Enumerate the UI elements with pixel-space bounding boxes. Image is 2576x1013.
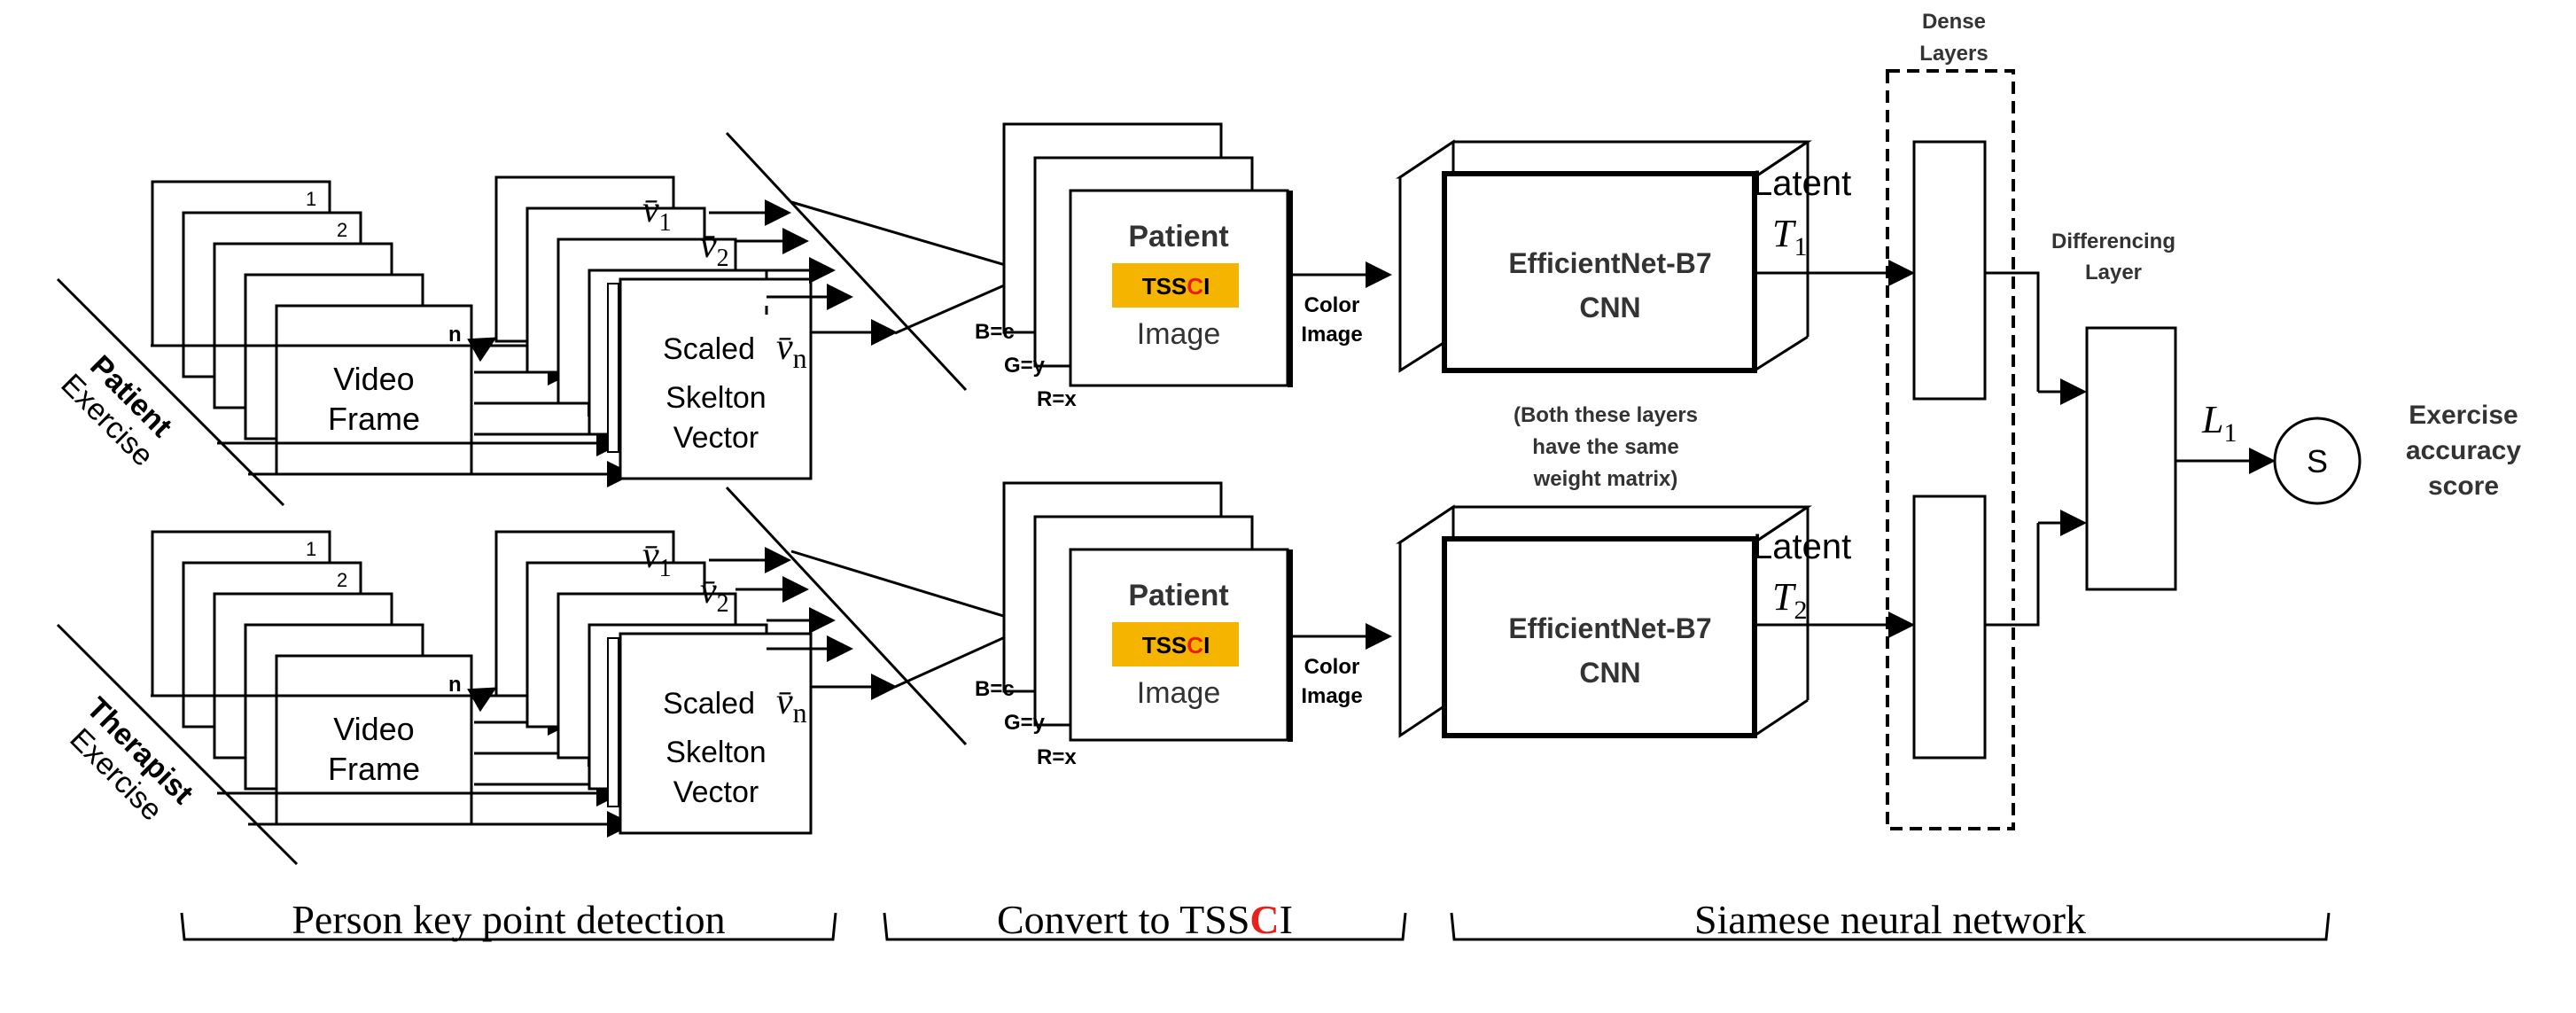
skeleton-vector-stack: Scaled Skelton Vector v̄1 v̄2 v̄n bbox=[494, 175, 813, 480]
video-frame-label: Frame bbox=[328, 401, 420, 437]
skeleton-label: Vector bbox=[673, 421, 759, 455]
vector-label: v̄1 bbox=[642, 535, 672, 582]
skeleton-label: Scaled bbox=[663, 687, 755, 721]
vector-label: v̄n bbox=[776, 327, 807, 374]
skeleton-label: Skelton bbox=[665, 736, 766, 769]
cnn-block: EfficientNet-B7 CNN bbox=[1396, 139, 1812, 373]
sigmoid-label: S bbox=[2307, 443, 2328, 479]
differencing-layer bbox=[2085, 326, 2177, 591]
channel-label: R=x bbox=[1037, 387, 1077, 411]
channel-label: G=y bbox=[1004, 354, 1046, 378]
tssci-subtitle: Image bbox=[1137, 676, 1221, 710]
skeleton-to-diagonal-arrows bbox=[709, 199, 898, 346]
frame-number: 2 bbox=[337, 219, 347, 241]
tssci-badge-text: TSSCI bbox=[1142, 632, 1210, 658]
section-brace-keypoint: Person key point detection bbox=[180, 897, 837, 942]
vector-label: v̄1 bbox=[642, 190, 672, 237]
dense-layers-label: Dense bbox=[1922, 10, 1986, 34]
tssci-badge bbox=[1112, 263, 1239, 308]
cnn-block: EfficientNet-B7 CNN bbox=[1396, 504, 1812, 738]
tssci-image-stack: Patient TSSCI Image B=c G=y R=x bbox=[975, 122, 1293, 411]
dense-to-diff-connectors bbox=[1985, 271, 2087, 627]
channel-label: B=c bbox=[975, 677, 1015, 701]
score-label: Exercise bbox=[2409, 401, 2518, 430]
skeleton-label: Skelton bbox=[665, 381, 766, 415]
color-image-label: Image bbox=[1301, 684, 1362, 708]
aggregation-diagonal bbox=[725, 131, 968, 392]
video-frame-label: Video bbox=[333, 361, 414, 397]
video-frame-label: Video bbox=[333, 711, 414, 747]
tssci-title: Patient bbox=[1128, 579, 1228, 612]
dense-layer-2 bbox=[1912, 495, 1987, 760]
tssci-image-stack: Patient TSSCI Image B=c G=y R=x bbox=[975, 481, 1293, 769]
row-therapist: 1 2 n Video Frame Therapist Exercise bbox=[56, 481, 1987, 866]
section-label-siamese: Siamese neural network bbox=[1694, 897, 2086, 942]
channel-label: G=y bbox=[1004, 711, 1046, 735]
svg-text:have the same: have the same bbox=[1532, 435, 1678, 459]
section-brace-siamese: Siamese neural network bbox=[1450, 897, 2331, 942]
differencing-label: Differencing bbox=[2051, 230, 2175, 253]
side-label: Therapist Exercise bbox=[63, 691, 199, 828]
differencing-label: Layer bbox=[2085, 261, 2142, 284]
svg-text:weight matrix): weight matrix) bbox=[1533, 467, 1678, 491]
color-image-label: Image bbox=[1301, 323, 1362, 347]
video-frame-stack: 1 2 n Video Frame bbox=[151, 180, 473, 476]
color-image-label: Color bbox=[1304, 293, 1360, 317]
color-image-label: Color bbox=[1304, 655, 1360, 679]
latent-label: Latent bbox=[1753, 527, 1851, 566]
latent-var: T1 bbox=[1772, 212, 1807, 261]
tssci-subtitle: Image bbox=[1137, 317, 1221, 351]
frame-number: n bbox=[448, 323, 462, 347]
dense-layers-group bbox=[1886, 69, 2015, 830]
dense-layers-label: Layers bbox=[1919, 42, 1988, 66]
tssci-badge bbox=[1112, 622, 1239, 666]
section-label-convert: Convert to TSSCI bbox=[997, 897, 1293, 942]
side-divider bbox=[56, 277, 285, 507]
frame-number: n bbox=[448, 673, 462, 697]
skeleton-label: Scaled bbox=[663, 332, 755, 366]
cnn-label: EfficientNet-B7 bbox=[1508, 612, 1711, 644]
svg-text:(Both these layers: (Both these layers bbox=[1514, 403, 1698, 427]
score-label: accuracy bbox=[2406, 436, 2521, 465]
shared-weights-note: (Both these layers have the same weight … bbox=[1514, 403, 1698, 491]
channel-label: R=x bbox=[1037, 745, 1077, 769]
vector-label: v̄2 bbox=[700, 571, 729, 618]
frame-number: 1 bbox=[306, 538, 316, 560]
aggregation-diagonal bbox=[725, 486, 968, 746]
frame-number: 2 bbox=[337, 569, 347, 591]
section-label-keypoint: Person key point detection bbox=[292, 897, 725, 942]
video-frame-label: Frame bbox=[328, 751, 420, 787]
tssci-badge-text: TSSCI bbox=[1142, 273, 1210, 300]
l1-label: L1 bbox=[2201, 398, 2237, 448]
sigmoid-node bbox=[2273, 417, 2362, 505]
vector-card-n bbox=[619, 277, 813, 480]
skeleton-label: Vector bbox=[673, 775, 759, 809]
latent-var: T2 bbox=[1772, 575, 1807, 625]
cnn-label: CNN bbox=[1579, 292, 1640, 323]
side-label: Patient Exercise bbox=[54, 349, 178, 473]
frame-number: 1 bbox=[306, 188, 316, 210]
vector-label: v̄2 bbox=[700, 225, 729, 272]
dense-layer-1 bbox=[1912, 140, 1987, 401]
score-label: score bbox=[2428, 471, 2499, 501]
section-brace-convert: Convert to TSSCI bbox=[883, 897, 1407, 942]
vector-label: v̄n bbox=[776, 682, 807, 729]
vector-card-n bbox=[619, 632, 813, 835]
latent-label: Latent bbox=[1753, 164, 1851, 203]
channel-label: B=c bbox=[975, 320, 1015, 344]
video-frame-stack: 1 2 n Video Frame bbox=[151, 530, 473, 826]
cnn-label: CNN bbox=[1579, 657, 1640, 689]
tssci-title: Patient bbox=[1128, 220, 1228, 253]
cnn-label: EfficientNet-B7 bbox=[1508, 247, 1711, 279]
row-patient: 1 2 n Video Frame Patient Exercise bbox=[54, 122, 1987, 507]
skeleton-vector-stack: Scaled Skelton Vector v̄1 v̄2 v̄n bbox=[494, 530, 813, 835]
skeleton-to-diagonal-arrows bbox=[709, 547, 898, 700]
